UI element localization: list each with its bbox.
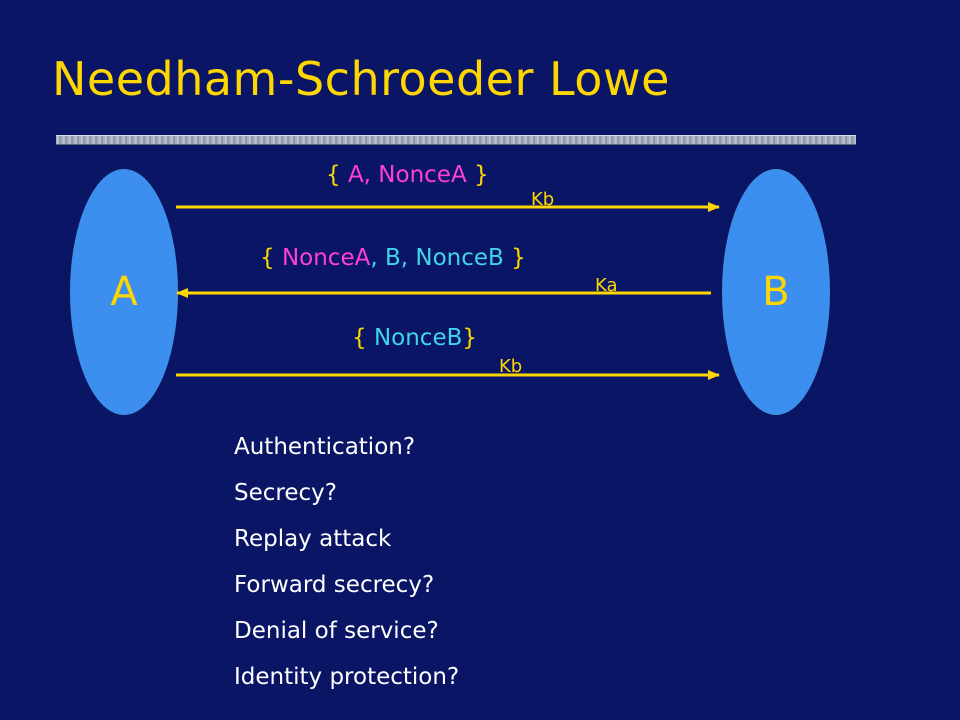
question-item: Replay attack [234,526,392,552]
question-list: Authentication? Secrecy? Replay attack F… [234,424,459,700]
question-item: Secrecy? [234,480,337,506]
message-2-label: { NonceA, B, NonceB } [260,245,526,271]
party-b: B [721,168,831,416]
message-3-open: { [352,325,374,351]
message-2-key: Ka [595,275,618,296]
question-item: Forward secrecy? [234,572,435,598]
slide-title: Needham-Schroeder Lowe [52,52,670,106]
title-divider [56,135,856,145]
question-item: Authentication? [234,434,416,460]
message-3-key: Kb [499,356,523,377]
message-1-close: } [466,162,489,188]
message-3-part-1: NonceB [373,325,463,351]
question-item: Identity protection? [234,664,460,690]
message-1-part-1: A, NonceA [347,162,467,188]
message-1-key: Kb [531,189,555,210]
message-2-open: { [260,245,282,271]
message-1-open: { [326,162,348,188]
party-b-label: B [762,269,790,315]
message-1-label: { A, NonceA } [326,162,489,188]
question-item: Denial of service? [234,618,439,644]
message-2-close: } [503,245,526,271]
message-3-close: } [462,325,478,351]
message-2-part-1: NonceA [281,245,371,271]
message-2-part-2: , B, NonceB [370,245,504,271]
party-a: A [69,168,179,416]
message-3-label: { NonceB} [352,325,477,351]
party-a-label: A [110,269,138,315]
